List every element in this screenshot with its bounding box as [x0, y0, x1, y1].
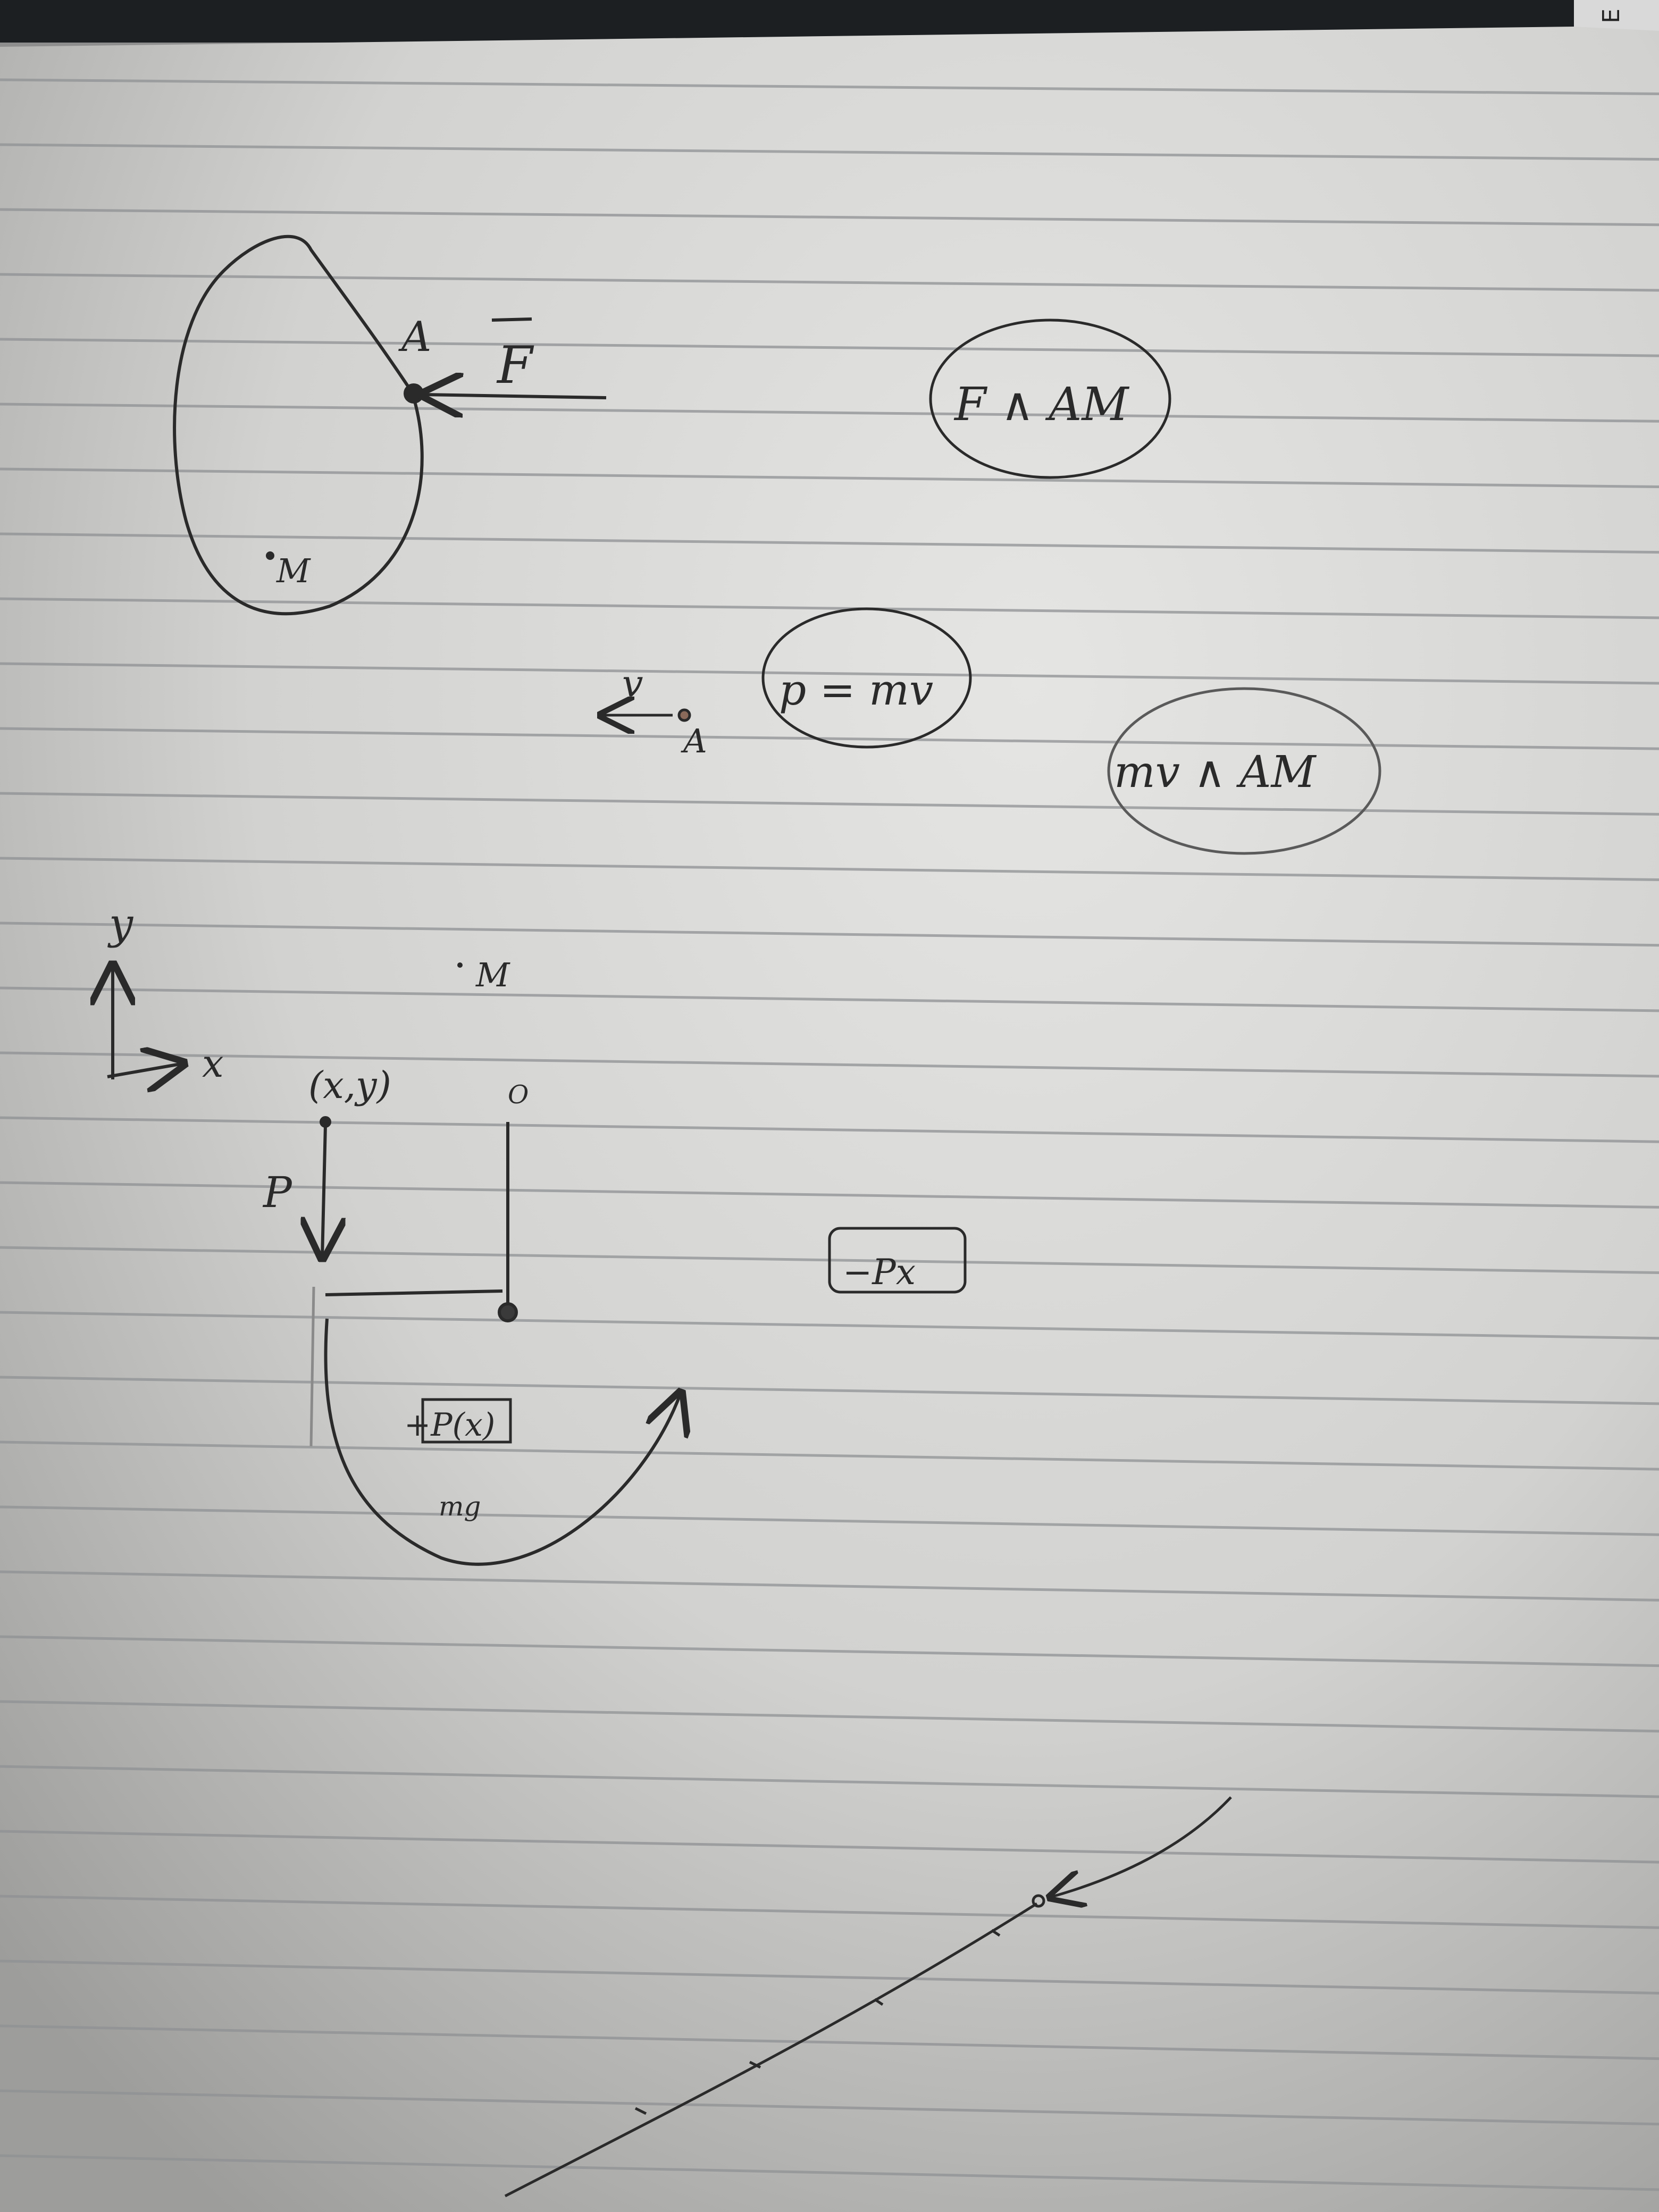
point-m2-label: M	[475, 956, 510, 994]
positive-term-box	[421, 1398, 512, 1444]
ruled-line	[0, 273, 1659, 292]
negative-term: −Px	[843, 1252, 916, 1293]
ruled-line	[0, 1311, 1659, 1340]
positive-term: +P(x)	[404, 1406, 495, 1444]
ruled-line	[0, 78, 1659, 95]
ruled-line	[0, 921, 1659, 947]
ruled-line	[0, 1376, 1659, 1405]
pivot-point	[498, 1302, 518, 1322]
ruled-line	[0, 143, 1659, 161]
mg-label: mg	[439, 1491, 481, 1522]
ruled-line	[0, 403, 1659, 423]
point-m-dot	[266, 551, 274, 560]
trajectory-line	[504, 1902, 1038, 2198]
point-a-label: A	[398, 313, 431, 361]
point-m-label: M	[276, 551, 311, 590]
ruled-line	[0, 597, 1659, 619]
force-arrow	[423, 395, 607, 398]
x-axis-label: x	[202, 1041, 224, 1086]
torque-formula: F ∧ AM	[953, 378, 1129, 431]
ruled-line	[0, 1116, 1659, 1143]
vertical-guide	[309, 1286, 315, 1447]
momentum-bubble	[761, 607, 972, 749]
ruled-line	[0, 662, 1659, 685]
ruled-line	[0, 338, 1659, 357]
ruled-line	[0, 467, 1659, 488]
pivot-label: O	[508, 1080, 529, 1110]
ruled-line	[0, 792, 1659, 816]
momentum-formula: p = mv	[779, 665, 933, 715]
tick-4	[991, 1929, 1001, 1937]
negative-term-box	[828, 1227, 967, 1294]
torque-formula-bubble	[929, 319, 1171, 479]
weight-arrow	[322, 1124, 325, 1258]
tick-1	[634, 2107, 647, 2115]
angular-momentum-bubble	[1107, 687, 1381, 855]
ruled-line	[0, 532, 1659, 554]
point-a-dot	[404, 383, 424, 404]
ruled-line	[0, 986, 1659, 1012]
ruled-lines	[0, 78, 1659, 2191]
rotation-arc	[324, 1318, 681, 1566]
angular-momentum-formula: mv ∧ AM	[1114, 747, 1317, 798]
ruled-line	[0, 208, 1659, 227]
x-axis	[107, 1063, 183, 1077]
point-a2-dot	[677, 708, 691, 722]
paper-sheet	[0, 27, 1659, 2212]
point-m2-dot	[457, 962, 463, 968]
force-label: F	[496, 336, 534, 395]
corner-tag-letter: E	[1598, 9, 1625, 23]
coords-label: (x,y)	[308, 1063, 391, 1107]
force-vector-bar	[491, 317, 532, 322]
velocity-label: v	[622, 662, 643, 706]
axes	[107, 965, 183, 1079]
point-a2-label: A	[681, 722, 707, 760]
ruled-line	[0, 1181, 1659, 1209]
rotation-diagram	[309, 1116, 967, 1566]
trajectory-sketch	[504, 1796, 1232, 2198]
tick-3	[874, 1998, 884, 2006]
rigid-body-diagram	[173, 234, 607, 615]
tick-2	[749, 2060, 761, 2069]
velocity-diagram	[601, 607, 1381, 855]
weight-label: P	[262, 1168, 292, 1217]
y-axis-label: y	[107, 899, 134, 949]
incoming-curve	[1050, 1796, 1232, 1897]
rigid-body-outline	[173, 234, 424, 615]
ruled-line	[0, 727, 1659, 750]
lever-arm	[325, 1289, 503, 1296]
ruled-line	[0, 857, 1659, 882]
ruled-line	[0, 1051, 1659, 1078]
